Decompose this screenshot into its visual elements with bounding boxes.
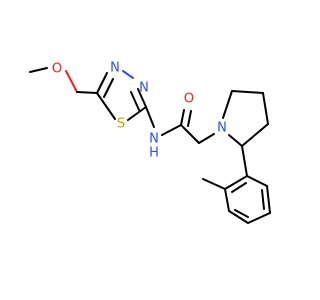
bond-aryl-c3-c4 bbox=[228, 210, 249, 224]
bond-aryl-c1-c2 bbox=[224, 175, 248, 190]
bond-pyrrolidine-c4-c5 bbox=[241, 123, 269, 147]
bond-aryl-c6-c1 bbox=[246, 175, 268, 187]
bond-s-c5 bbox=[96, 92, 116, 120]
bond-aryl-c2-c3 bbox=[224, 188, 230, 212]
bond-c5-n4-single bbox=[96, 72, 108, 94]
bond-aryl-inner-3 bbox=[261, 189, 265, 210]
bond-pyrrolidine-n-c2 bbox=[222, 90, 233, 119]
bond-ch2-thiadiazole bbox=[76, 91, 98, 94]
bond-aryl-c5-c6 bbox=[266, 185, 271, 214]
nitrogen-pyrrolidine-label: N bbox=[217, 121, 227, 136]
bond-aryl-methyl bbox=[202, 178, 226, 190]
nitrogen-thiadiazole-3-label: N bbox=[139, 81, 149, 96]
molecule-diagram: O N N S N H O N bbox=[29, 60, 271, 224]
bond-pyrrolidine-c5-n bbox=[228, 134, 243, 147]
bond-c5-n4-double bbox=[103, 78, 114, 98]
bond-aryl-inner-2 bbox=[234, 209, 249, 218]
bond-carbonyl-ch2 bbox=[180, 124, 200, 144]
bond-n4-n3 bbox=[122, 70, 134, 79]
oxygen-ether-label: O bbox=[52, 62, 62, 77]
bond-c2-s bbox=[127, 106, 147, 121]
bond-pyrrolidine-aryl bbox=[241, 145, 248, 177]
bond-o-ch2 bbox=[65, 70, 78, 93]
structure-drawing: O N N S N H O N bbox=[29, 61, 271, 224]
bond-pyrrolidine-c3-c4 bbox=[262, 92, 269, 125]
bond-aryl-c4-c5 bbox=[247, 212, 271, 224]
oxygen-carbonyl-label: O bbox=[184, 92, 194, 107]
bond-aryl-inner-1 bbox=[231, 182, 247, 193]
bond-n3-c2-double bbox=[130, 91, 140, 111]
bond-c2-nh bbox=[145, 106, 155, 128]
bond-carbonyl-c-o-single bbox=[180, 109, 185, 126]
nitrogen-amide-label: N bbox=[149, 132, 159, 147]
bond-methyl-o bbox=[29, 67, 48, 73]
bond-n3-c2-single bbox=[137, 88, 147, 108]
bond-nh-carbonyl bbox=[161, 124, 182, 136]
bond-ch2-n-pyrrolidine bbox=[198, 133, 215, 144]
hydrogen-amide-label: H bbox=[149, 146, 159, 161]
bond-carbonyl-c-o-double bbox=[187, 110, 192, 127]
bond-pyrrolidine-c2-c3 bbox=[231, 90, 264, 94]
sulfur-thiadiazole-label: S bbox=[117, 117, 125, 132]
nitrogen-thiadiazole-4-label: N bbox=[110, 61, 120, 76]
